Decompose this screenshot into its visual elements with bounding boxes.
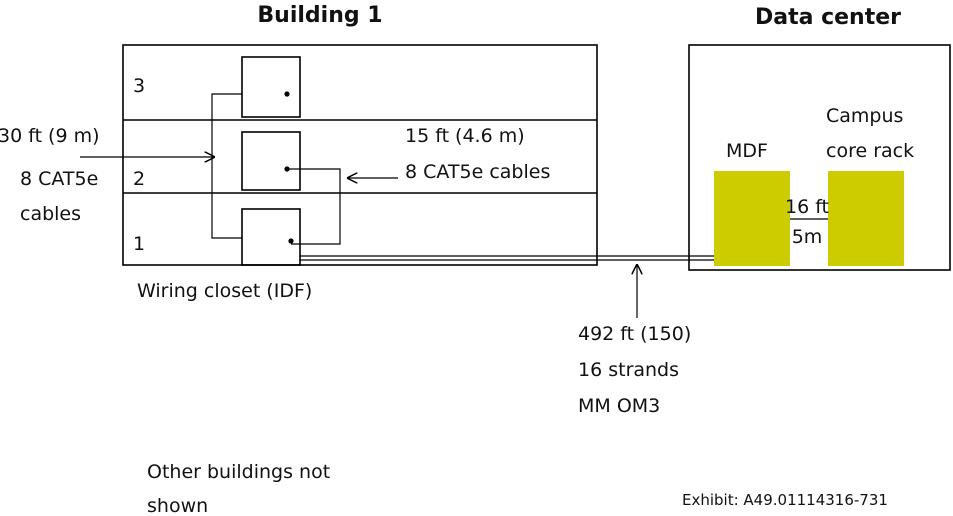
wiring-closet-label: Wiring closet (IDF) <box>137 280 312 302</box>
floor-label-2: 2 <box>133 168 145 190</box>
datacenter-title: Data center <box>755 5 901 30</box>
left-annotation-line1: 30 ft (9 m) <box>0 125 100 147</box>
datacenter-outline <box>688 44 951 271</box>
other-buildings-line2: shown <box>147 495 208 516</box>
core-rack-label-line2: core rack <box>826 140 914 162</box>
left-annotation-line2: 8 CAT5e <box>20 168 98 190</box>
exhibit-label: Exhibit: A49.01114316-731 <box>682 491 888 509</box>
riser-cable-left <box>211 93 242 239</box>
fiber-annotation-line3: MM OM3 <box>578 395 660 417</box>
floor-label-3: 3 <box>133 75 145 97</box>
mdf-label: MDF <box>726 140 768 162</box>
building-title: Building 1 <box>257 3 382 28</box>
building-outline <box>122 44 598 266</box>
fiber-annotation-line2: 16 strands <box>578 359 679 381</box>
riser-cable-right <box>287 168 341 245</box>
rack-link-line2: 5m <box>792 226 823 248</box>
closet-floor-2 <box>241 131 301 191</box>
floor-label-1: 1 <box>133 233 145 255</box>
mdf-rack <box>714 171 790 266</box>
closet-floor-3 <box>241 56 301 118</box>
right-annotation-line1: 15 ft (4.6 m) <box>405 125 525 147</box>
right-annotation-line2: 8 CAT5e cables <box>405 161 550 183</box>
closet-floor-1 <box>241 208 301 266</box>
campus-core-rack <box>828 171 904 266</box>
rack-link-line1: 16 ft <box>785 196 829 218</box>
closet-port-3 <box>284 91 290 97</box>
left-annotation-line3: cables <box>20 203 81 225</box>
fiber-annotation-line1: 492 ft (150) <box>578 323 691 345</box>
core-rack-label-line1: Campus <box>826 105 903 127</box>
other-buildings-line1: Other buildings not <box>147 461 330 483</box>
closet-port-1 <box>288 238 294 244</box>
